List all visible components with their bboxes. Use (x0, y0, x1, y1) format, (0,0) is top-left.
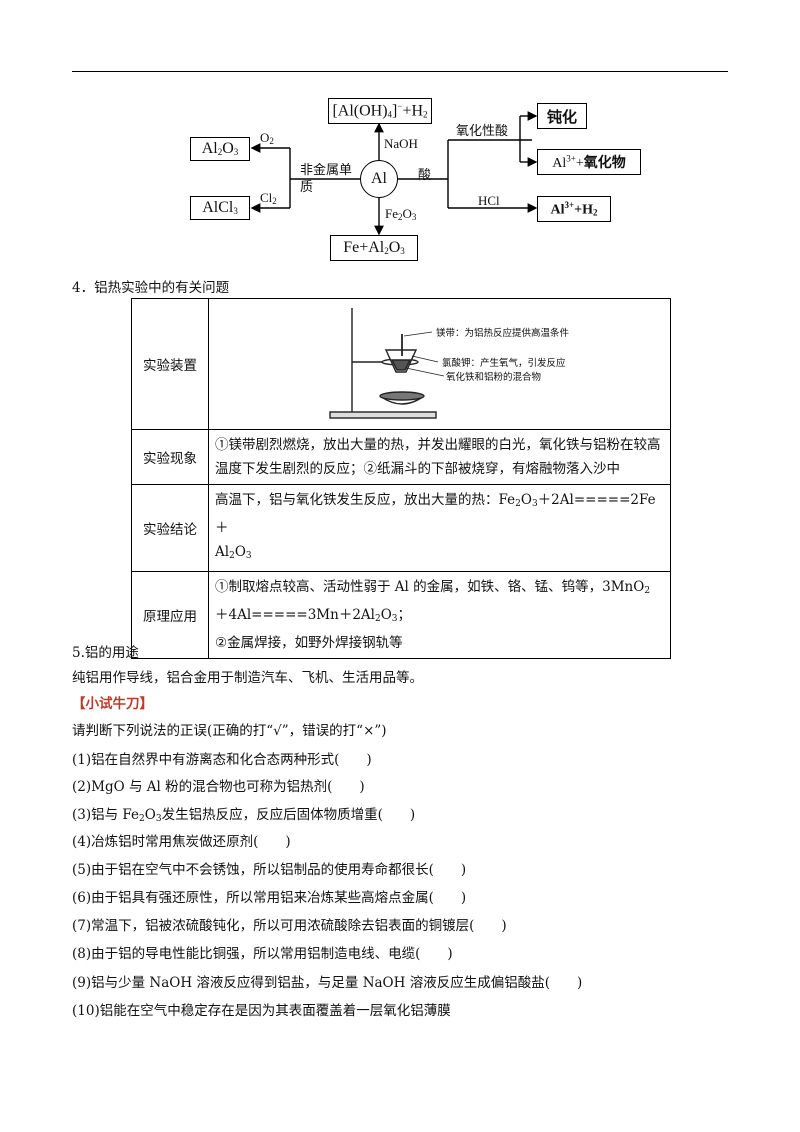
oxidizing-acid-label: 氧化性酸 (456, 124, 509, 139)
question-item: (3)铝与 Fe2O3发生铝热反应，反应后固体物质增重( ) (72, 807, 416, 824)
question-item: (2)MgO 与 Al 粉的混合物也可称为铝热剂( ) (72, 779, 365, 795)
row-key: 原理应用 (131, 571, 209, 659)
al3-h2-box: Al3++H2 (537, 196, 611, 222)
fe2o3-reagent-label: Fe2O3 (385, 206, 417, 222)
row-key: 实验现象 (131, 429, 209, 485)
row-value: ①制取熔点较高、活动性弱于 Al 的金属，如铁、铬、锰、钨等，3MnO2＋4Al… (208, 571, 671, 659)
kclo3-label: 氯酸钾：产生氧气，引发反应 (442, 358, 566, 369)
table-row: 实验结论 高温下，铝与氧化铁发生反应，放出大量的热：Fe2O3＋2Al=====… (131, 484, 671, 572)
alcl3-product-box: AlCl3 (190, 196, 250, 220)
row-key: 实验装置 (131, 298, 209, 430)
question-item: (10)铝能在空气中稳定存在是因为其表面覆盖着一层氧化铝薄膜 (72, 1003, 451, 1019)
passivation-box: 钝化 (537, 103, 587, 129)
hcl-reagent-label: HCl (478, 193, 500, 208)
table-row: 实验现象 ①镁带剧烈燃烧，放出大量的热，并发出耀眼的白光，氧化铁与铝粉在较高温度… (131, 429, 671, 485)
bottom-product-box: Fe+Al2O3 (330, 235, 418, 261)
question-item: (6)由于铝具有强还原性，所以常用铝来冶炼某些高熔点金属( ) (72, 890, 467, 906)
section-4-title: 4．铝热实验中的有关问题 (72, 280, 230, 296)
table-row: 实验装置 (131, 298, 671, 430)
thermite-apparatus-figure: 镁带：为铝热反应提供高温条件 氯酸钾：产生氧气，引发反应 氧化铁和铝粉的混合物 (210, 300, 669, 428)
question-item: (5)由于铝在空气中不会锈蚀，所以铝制品的使用寿命都很长( ) (72, 862, 467, 878)
apparatus-drawing (329, 308, 445, 419)
aluminum-reaction-diagram: [Al(OH)4]−+H2 NaOH Al Fe+Al2O3 Fe2O3 Al2… (180, 92, 641, 270)
mg-ribbon-label: 镁带：为铝热反应提供高温条件 (436, 328, 570, 339)
al2o3-product-box: Al2O3 (190, 137, 250, 161)
table-row: 原理应用 ①制取熔点较高、活动性弱于 Al 的金属，如铁、铬、锰、钨等，3MnO… (131, 571, 671, 659)
top-product-box: [Al(OH)4]−+H2 (328, 98, 432, 124)
question-item: (1)铝在自然界中有游离态和化合态两种形式( ) (72, 752, 372, 768)
al3-oxide-box: Al3++氧化物 (537, 149, 641, 175)
cl2-reagent-label: Cl2 (260, 190, 277, 206)
section-5-title: 5.铝的用途 (72, 645, 139, 661)
apparatus-cell: 镁带：为铝热反应提供高温条件 氯酸钾：产生氧气，引发反应 氧化铁和铝粉的混合物 (208, 298, 671, 430)
thermite-experiment-table: 实验装置 (131, 298, 671, 659)
question-item: (9)铝与少量 NaOH 溶液反应得到铝盐，与足量 NaOH 溶液反应生成偏铝酸… (72, 975, 583, 991)
row-value: ①镁带剧烈燃烧，放出大量的热，并发出耀眼的白光，氧化铁与铝粉在较高温度下发生剧烈… (208, 429, 671, 485)
practice-intro: 请判断下列说法的正误(正确的打“√”，错误的打“×”) (72, 723, 387, 739)
al-center-node: Al (360, 160, 398, 198)
row-key: 实验结论 (131, 484, 209, 572)
o2-reagent-label: O2 (260, 130, 274, 146)
mixture-label: 氧化铁和铝粉的混合物 (446, 372, 542, 383)
diagram-connectors (250, 111, 538, 236)
question-item: (7)常温下，铝被浓硫酸钝化，所以可用浓硫酸除去铝表面的铜镀层( ) (72, 918, 507, 934)
question-item: (8)由于铝的导电性能比铜强，所以常用铝制造电线、电缆( ) (72, 946, 453, 962)
question-item: (4)冶炼铝时常用焦炭做还原剂( ) (72, 834, 291, 850)
row-value: 高温下，铝与氧化铁发生反应，放出大量的热：Fe2O3＋2Al=====2Fe＋A… (208, 484, 671, 572)
practice-heading: 【小试牛刀】 (72, 696, 153, 712)
section-5-text: 纯铝用作导线，铝合金用于制造汽车、飞机、生活用品等。 (72, 670, 423, 686)
header-rule (72, 71, 728, 72)
acid-label: 酸 (418, 168, 432, 183)
nonmetal-label: 非金属单质 (300, 163, 353, 195)
naoh-reagent-label: NaOH (384, 136, 418, 151)
